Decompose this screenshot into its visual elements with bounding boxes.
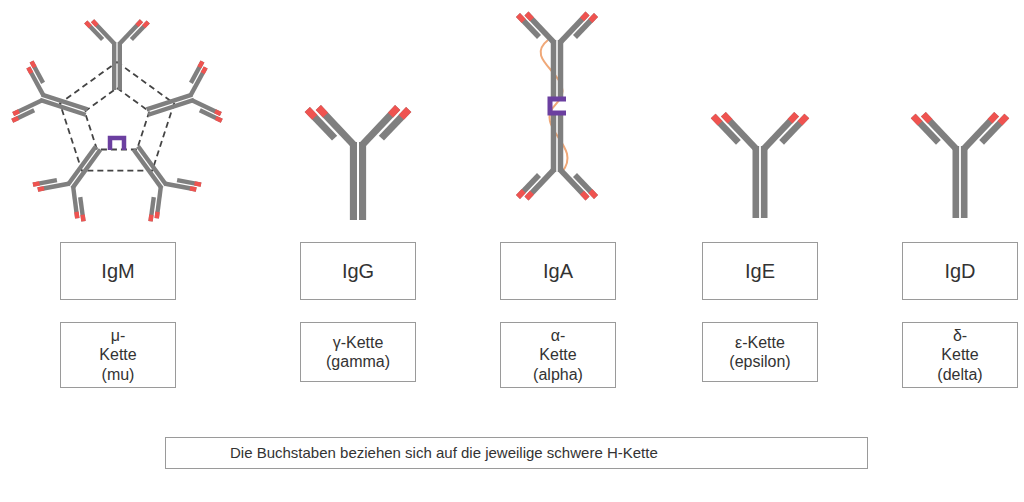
box-label: IgD bbox=[944, 259, 975, 283]
box-label: γ-Kette (gamma) bbox=[326, 333, 390, 371]
chain-box: α-Kette (alpha) bbox=[500, 322, 616, 388]
j-chain bbox=[110, 138, 124, 150]
j-chain bbox=[550, 99, 566, 113]
igm-monomer bbox=[86, 21, 148, 90]
iga-antibody bbox=[518, 112, 596, 199]
igm-monomer bbox=[32, 130, 123, 223]
box-label: IgA bbox=[543, 259, 573, 283]
igd-antibody bbox=[913, 114, 1007, 218]
box-label: IgM bbox=[101, 259, 134, 283]
igm-monomer bbox=[138, 61, 223, 142]
igg-antibody bbox=[307, 108, 408, 220]
igm-pentamer bbox=[11, 21, 223, 222]
pentamer-outline bbox=[60, 62, 174, 171]
iga-antibody bbox=[518, 14, 596, 101]
chain-box: γ-Kette (gamma) bbox=[300, 322, 416, 382]
class-box: IgE bbox=[702, 242, 818, 300]
igm-monomer bbox=[11, 61, 96, 142]
igm-monomer bbox=[111, 130, 202, 223]
class-box: IgD bbox=[902, 242, 1018, 300]
class-box: IgM bbox=[60, 242, 176, 300]
box-label: IgG bbox=[342, 259, 374, 283]
chain-box: ε-Kette (epsilon) bbox=[702, 322, 818, 382]
note-box: Die Buchstaben beziehen sich auf die jew… bbox=[165, 437, 868, 469]
box-label: IgE bbox=[745, 259, 775, 283]
pentamer-outline bbox=[85, 88, 150, 150]
class-box: IgG bbox=[300, 242, 416, 300]
class-box: IgA bbox=[500, 242, 616, 300]
box-label: Die Buchstaben beziehen sich auf die jew… bbox=[230, 444, 658, 462]
box-label: ε-Kette (epsilon) bbox=[729, 333, 790, 371]
chain-box: μ-Kette (mu) bbox=[60, 322, 176, 388]
ige-antibody bbox=[713, 114, 807, 218]
box-label: α-Kette (alpha) bbox=[533, 326, 583, 384]
box-label: μ-Kette (mu) bbox=[99, 326, 136, 384]
chain-box: δ-Kette (delta) bbox=[902, 322, 1018, 388]
box-label: δ-Kette (delta) bbox=[937, 326, 982, 384]
